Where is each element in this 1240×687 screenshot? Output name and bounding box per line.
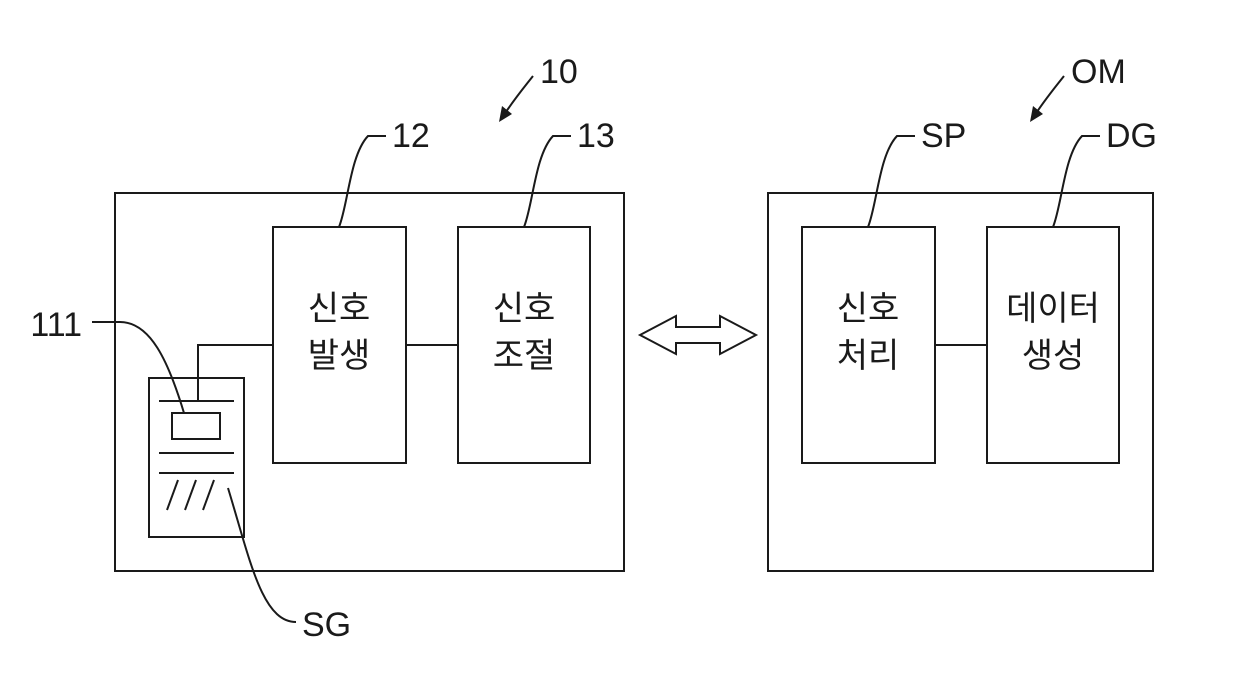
signal-generation-label-line1: 신호 <box>308 289 371 329</box>
sensor-element <box>172 413 220 439</box>
ref-label-om: OM <box>1071 53 1126 91</box>
data-generation-label-line2: 생성 <box>1022 336 1085 376</box>
sensor-hatch-3 <box>203 480 214 510</box>
sensor-hatch-2 <box>185 480 196 510</box>
ref-label-111: 111 <box>30 306 82 344</box>
signal-adjustment-label-line2: 조절 <box>493 336 556 376</box>
data-generation-label-line1: 데이터 <box>1006 289 1100 329</box>
arrowhead-10 <box>499 106 512 122</box>
bidirectional-arrow <box>640 316 756 354</box>
leader-sg <box>228 488 296 622</box>
ref-label-13: 13 <box>577 117 615 155</box>
leader-111 <box>92 322 184 413</box>
device-outer-box <box>115 193 624 571</box>
leader-dg <box>1053 136 1100 227</box>
leader-12 <box>339 136 386 227</box>
leader-13 <box>524 136 571 227</box>
ref-label-10: 10 <box>540 53 578 91</box>
leader-sp <box>868 136 915 227</box>
signal-processing-label-line1: 신호 <box>837 289 900 329</box>
sensor-hatch-1 <box>167 480 178 510</box>
signal-processing-label-line2: 처리 <box>837 336 900 376</box>
ref-label-12: 12 <box>392 117 430 155</box>
ref-label-sg: SG <box>302 606 351 644</box>
signal-generation-label-line2: 발생 <box>308 336 371 376</box>
ref-label-sp: SP <box>921 117 966 155</box>
arrowhead-om <box>1030 106 1043 122</box>
signal-adjustment-label-line1: 신호 <box>493 289 556 329</box>
ref-label-dg: DG <box>1106 117 1157 155</box>
connector-sensor-12 <box>198 345 273 401</box>
external-outer-box <box>768 193 1153 571</box>
